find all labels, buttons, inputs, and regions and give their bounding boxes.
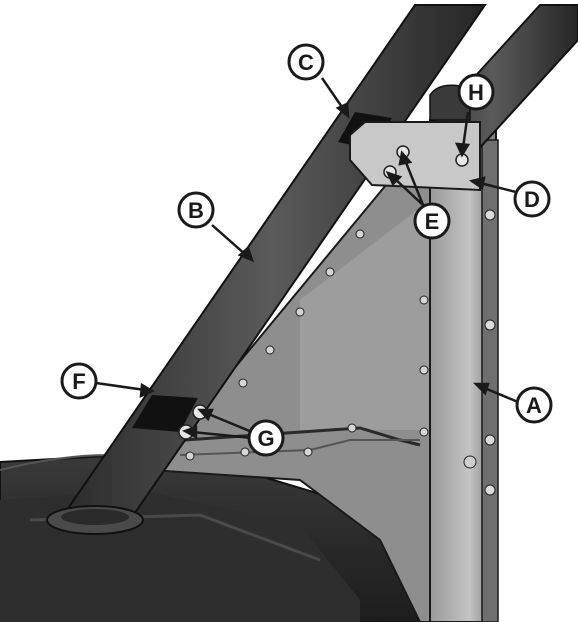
leader-g1 [205, 411, 253, 434]
leader-c [320, 77, 346, 111]
post-a [429, 119, 499, 622]
callout-e-label: E [425, 209, 440, 234]
callouts: C H D B E F A [60, 43, 553, 457]
callout-h-label: H [468, 80, 484, 105]
leader-h [461, 111, 470, 149]
callout-a-label: A [526, 393, 542, 418]
callout-b: B [177, 191, 215, 229]
callout-a: A [515, 386, 553, 424]
callout-g: G [247, 419, 285, 457]
callout-c-label: C [298, 50, 314, 75]
leader-a [481, 385, 519, 404]
bracket-d [349, 121, 481, 192]
callout-e: E [413, 202, 451, 240]
leader-lines [95, 77, 521, 440]
callout-d: D [513, 180, 551, 218]
leader-f [95, 381, 146, 392]
callout-g-label: G [257, 426, 274, 451]
callout-h: H [457, 73, 495, 111]
callout-d-label: D [524, 187, 540, 212]
callout-b-label: B [188, 198, 204, 223]
leader-e2 [393, 177, 424, 206]
leader-d [479, 181, 521, 195]
callout-f-label: F [72, 369, 85, 394]
panel-rivets [185, 229, 429, 461]
clamp-f [132, 395, 198, 432]
leader-e1 [403, 159, 425, 206]
callout-c: C [287, 43, 325, 81]
leader-b [211, 224, 247, 256]
leader-g2 [191, 430, 253, 440]
callout-f: F [60, 362, 98, 400]
